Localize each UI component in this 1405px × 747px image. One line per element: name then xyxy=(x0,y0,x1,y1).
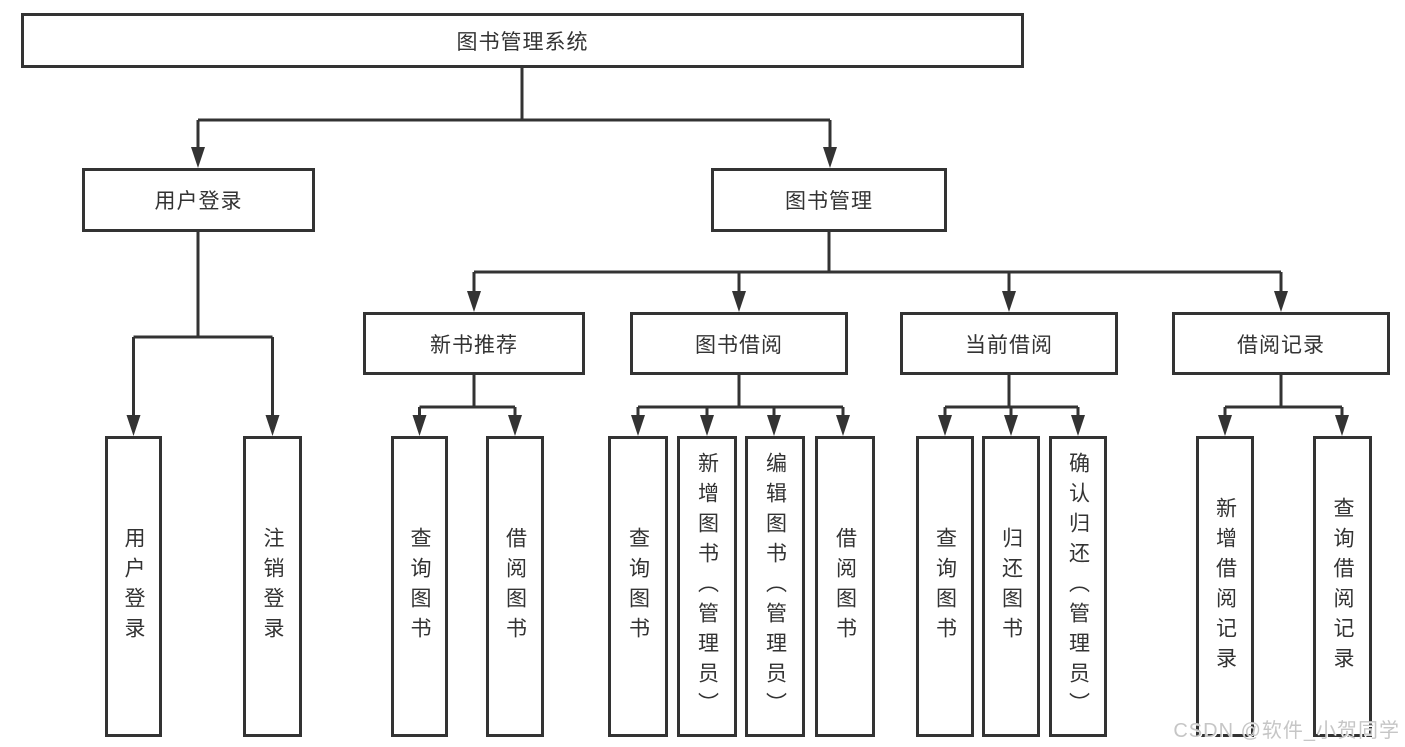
node-label: 用户登录 xyxy=(154,190,243,213)
leaf-label: 查询图书 xyxy=(626,526,650,647)
arrowhead xyxy=(631,415,850,436)
leaf-label: 新增借阅记录 xyxy=(1213,496,1237,677)
leaf-borrow-books: 借阅图书 xyxy=(815,436,875,737)
leaf-query-books-rec: 查询图书 xyxy=(391,436,448,737)
node-current-borrowing: 当前借阅 xyxy=(900,312,1118,375)
leaf-label: 归还图书 xyxy=(999,526,1023,647)
leaf-label: 注销登录 xyxy=(261,526,284,647)
connector-borrow-records-to-leaves xyxy=(1218,375,1349,436)
leaf-query-books-borrow: 查询图书 xyxy=(608,436,668,737)
arrowhead xyxy=(191,147,837,168)
leaf-label: 查询借阅记录 xyxy=(1331,496,1354,677)
node-book-borrowing: 图书借阅 xyxy=(630,312,848,375)
connector-line xyxy=(943,375,1080,418)
leaf-borrow-books-rec: 借阅图书 xyxy=(486,436,544,737)
arrowhead xyxy=(467,291,1288,312)
node-new-book-recommendation: 新书推荐 xyxy=(363,312,585,375)
leaf-query-borrow-record: 查询借阅记录 xyxy=(1313,436,1372,737)
csdn-watermark: CSDN @软件_小贺同学 xyxy=(1173,720,1400,742)
leaf-query-books-current: 查询图书 xyxy=(916,436,974,737)
leaf-edit-books-admin: 编辑图书（管理员） xyxy=(745,436,805,737)
leaf-add-books-admin: 新增图书（管理员） xyxy=(677,436,737,737)
connector-line xyxy=(472,232,1283,294)
leaf-label: 查询图书 xyxy=(408,526,431,647)
connector-root-to-level1 xyxy=(191,68,837,168)
leaf-logout: 注销登录 xyxy=(243,436,302,737)
node-label: 借阅记录 xyxy=(1237,333,1325,357)
leaf-add-borrow-record: 新增借阅记录 xyxy=(1196,436,1254,737)
leaf-label: 用户登录 xyxy=(122,526,145,647)
node-borrowing-records: 借阅记录 xyxy=(1172,312,1390,375)
node-user-login: 用户登录 xyxy=(82,168,315,232)
node-book-management: 图书管理 xyxy=(711,168,947,232)
connector-current-borrow-to-leaves xyxy=(938,375,1085,436)
connector-line xyxy=(418,375,517,418)
connector-new-book-rec-to-leaves xyxy=(412,375,522,436)
connector-line xyxy=(1223,375,1344,418)
arrowhead xyxy=(938,415,1085,436)
leaf-confirm-return-admin: 确认归还（管理员） xyxy=(1049,436,1107,737)
leaf-label: 确认归还（管理员） xyxy=(1066,451,1090,722)
node-label: 当前借阅 xyxy=(965,333,1053,357)
leaf-label: 新增图书（管理员） xyxy=(695,451,719,722)
arrowhead xyxy=(126,415,280,436)
connector-line xyxy=(196,68,832,150)
leaf-user-login: 用户登录 xyxy=(105,436,162,737)
arrowhead xyxy=(412,415,522,436)
leaf-label: 查询图书 xyxy=(933,526,957,647)
connector-user-login-to-leaves xyxy=(126,232,280,436)
node-label: 图书管理系统 xyxy=(456,30,589,54)
connector-line xyxy=(132,232,274,418)
node-label: 图书借阅 xyxy=(695,333,783,357)
leaf-return-books: 归还图书 xyxy=(982,436,1040,737)
node-library-management-system: 图书管理系统 xyxy=(21,13,1024,68)
node-label: 图书管理 xyxy=(785,190,873,213)
connector-line xyxy=(636,375,845,418)
connector-book-mgmt-to-level2 xyxy=(467,232,1288,312)
arrowhead xyxy=(1218,415,1349,436)
node-label: 新书推荐 xyxy=(430,333,518,357)
leaf-label: 借阅图书 xyxy=(503,526,527,647)
leaf-label: 编辑图书（管理员） xyxy=(763,451,787,722)
leaf-label: 借阅图书 xyxy=(833,526,857,647)
connector-book-borrow-to-leaves xyxy=(631,375,850,436)
